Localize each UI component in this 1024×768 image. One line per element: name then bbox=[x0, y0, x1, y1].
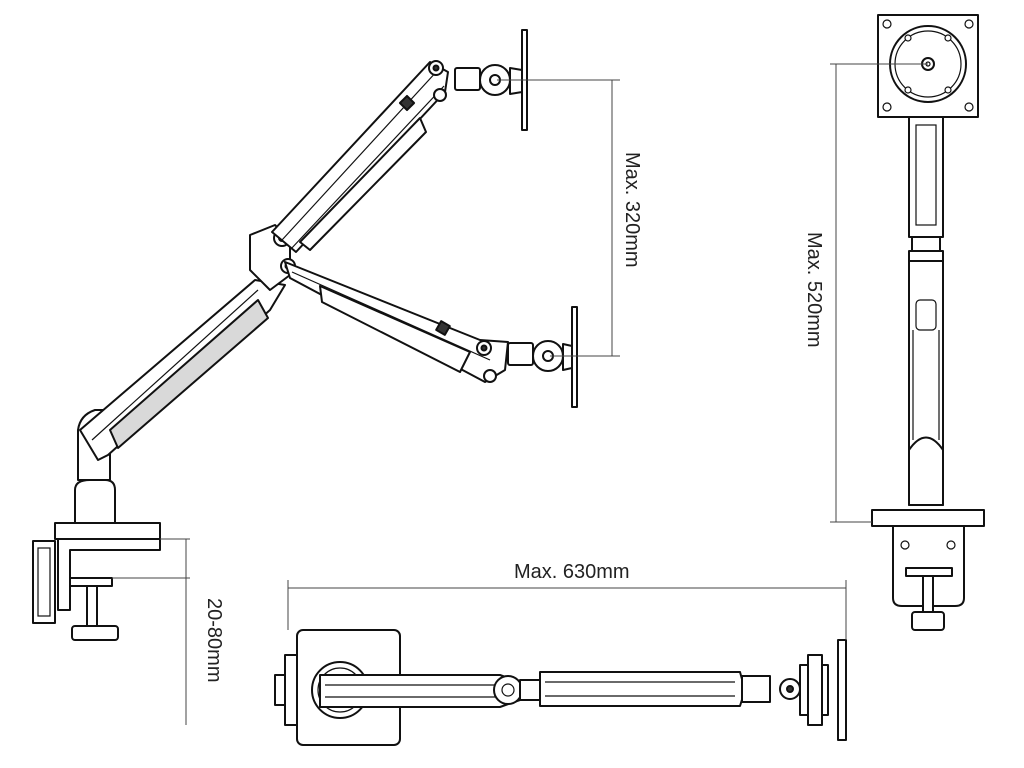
dimension-total-height: Max. 520mm bbox=[803, 63, 928, 523]
reach-label: Max. 630mm bbox=[514, 561, 630, 583]
dimension-desk-thickness: 20-80mm bbox=[112, 538, 225, 725]
tilt-height-label: Max. 320mm bbox=[621, 152, 643, 268]
upper-arm-raised bbox=[271, 29, 528, 253]
dimension-reach: Max. 630mm bbox=[287, 561, 847, 640]
desk-thickness-label: 20-80mm bbox=[203, 598, 225, 682]
upper-arm-lowered bbox=[284, 261, 578, 408]
upper-arm-top bbox=[493, 639, 847, 741]
arm-column-front bbox=[908, 116, 944, 506]
top-view: Max. 630mm bbox=[274, 561, 847, 746]
side-view: 20-80mm Max. 320mm bbox=[32, 29, 643, 725]
lower-arm-top bbox=[319, 674, 521, 708]
lower-arm-side bbox=[79, 279, 286, 461]
vesa-plate-front bbox=[877, 14, 979, 118]
desk-clamp-front bbox=[871, 509, 985, 631]
desk-clamp-side bbox=[32, 522, 161, 641]
total-height-label: Max. 520mm bbox=[803, 232, 825, 348]
dimension-tilt-height: Max. 320mm bbox=[497, 79, 643, 357]
front-view: Max. 520mm bbox=[803, 14, 985, 631]
